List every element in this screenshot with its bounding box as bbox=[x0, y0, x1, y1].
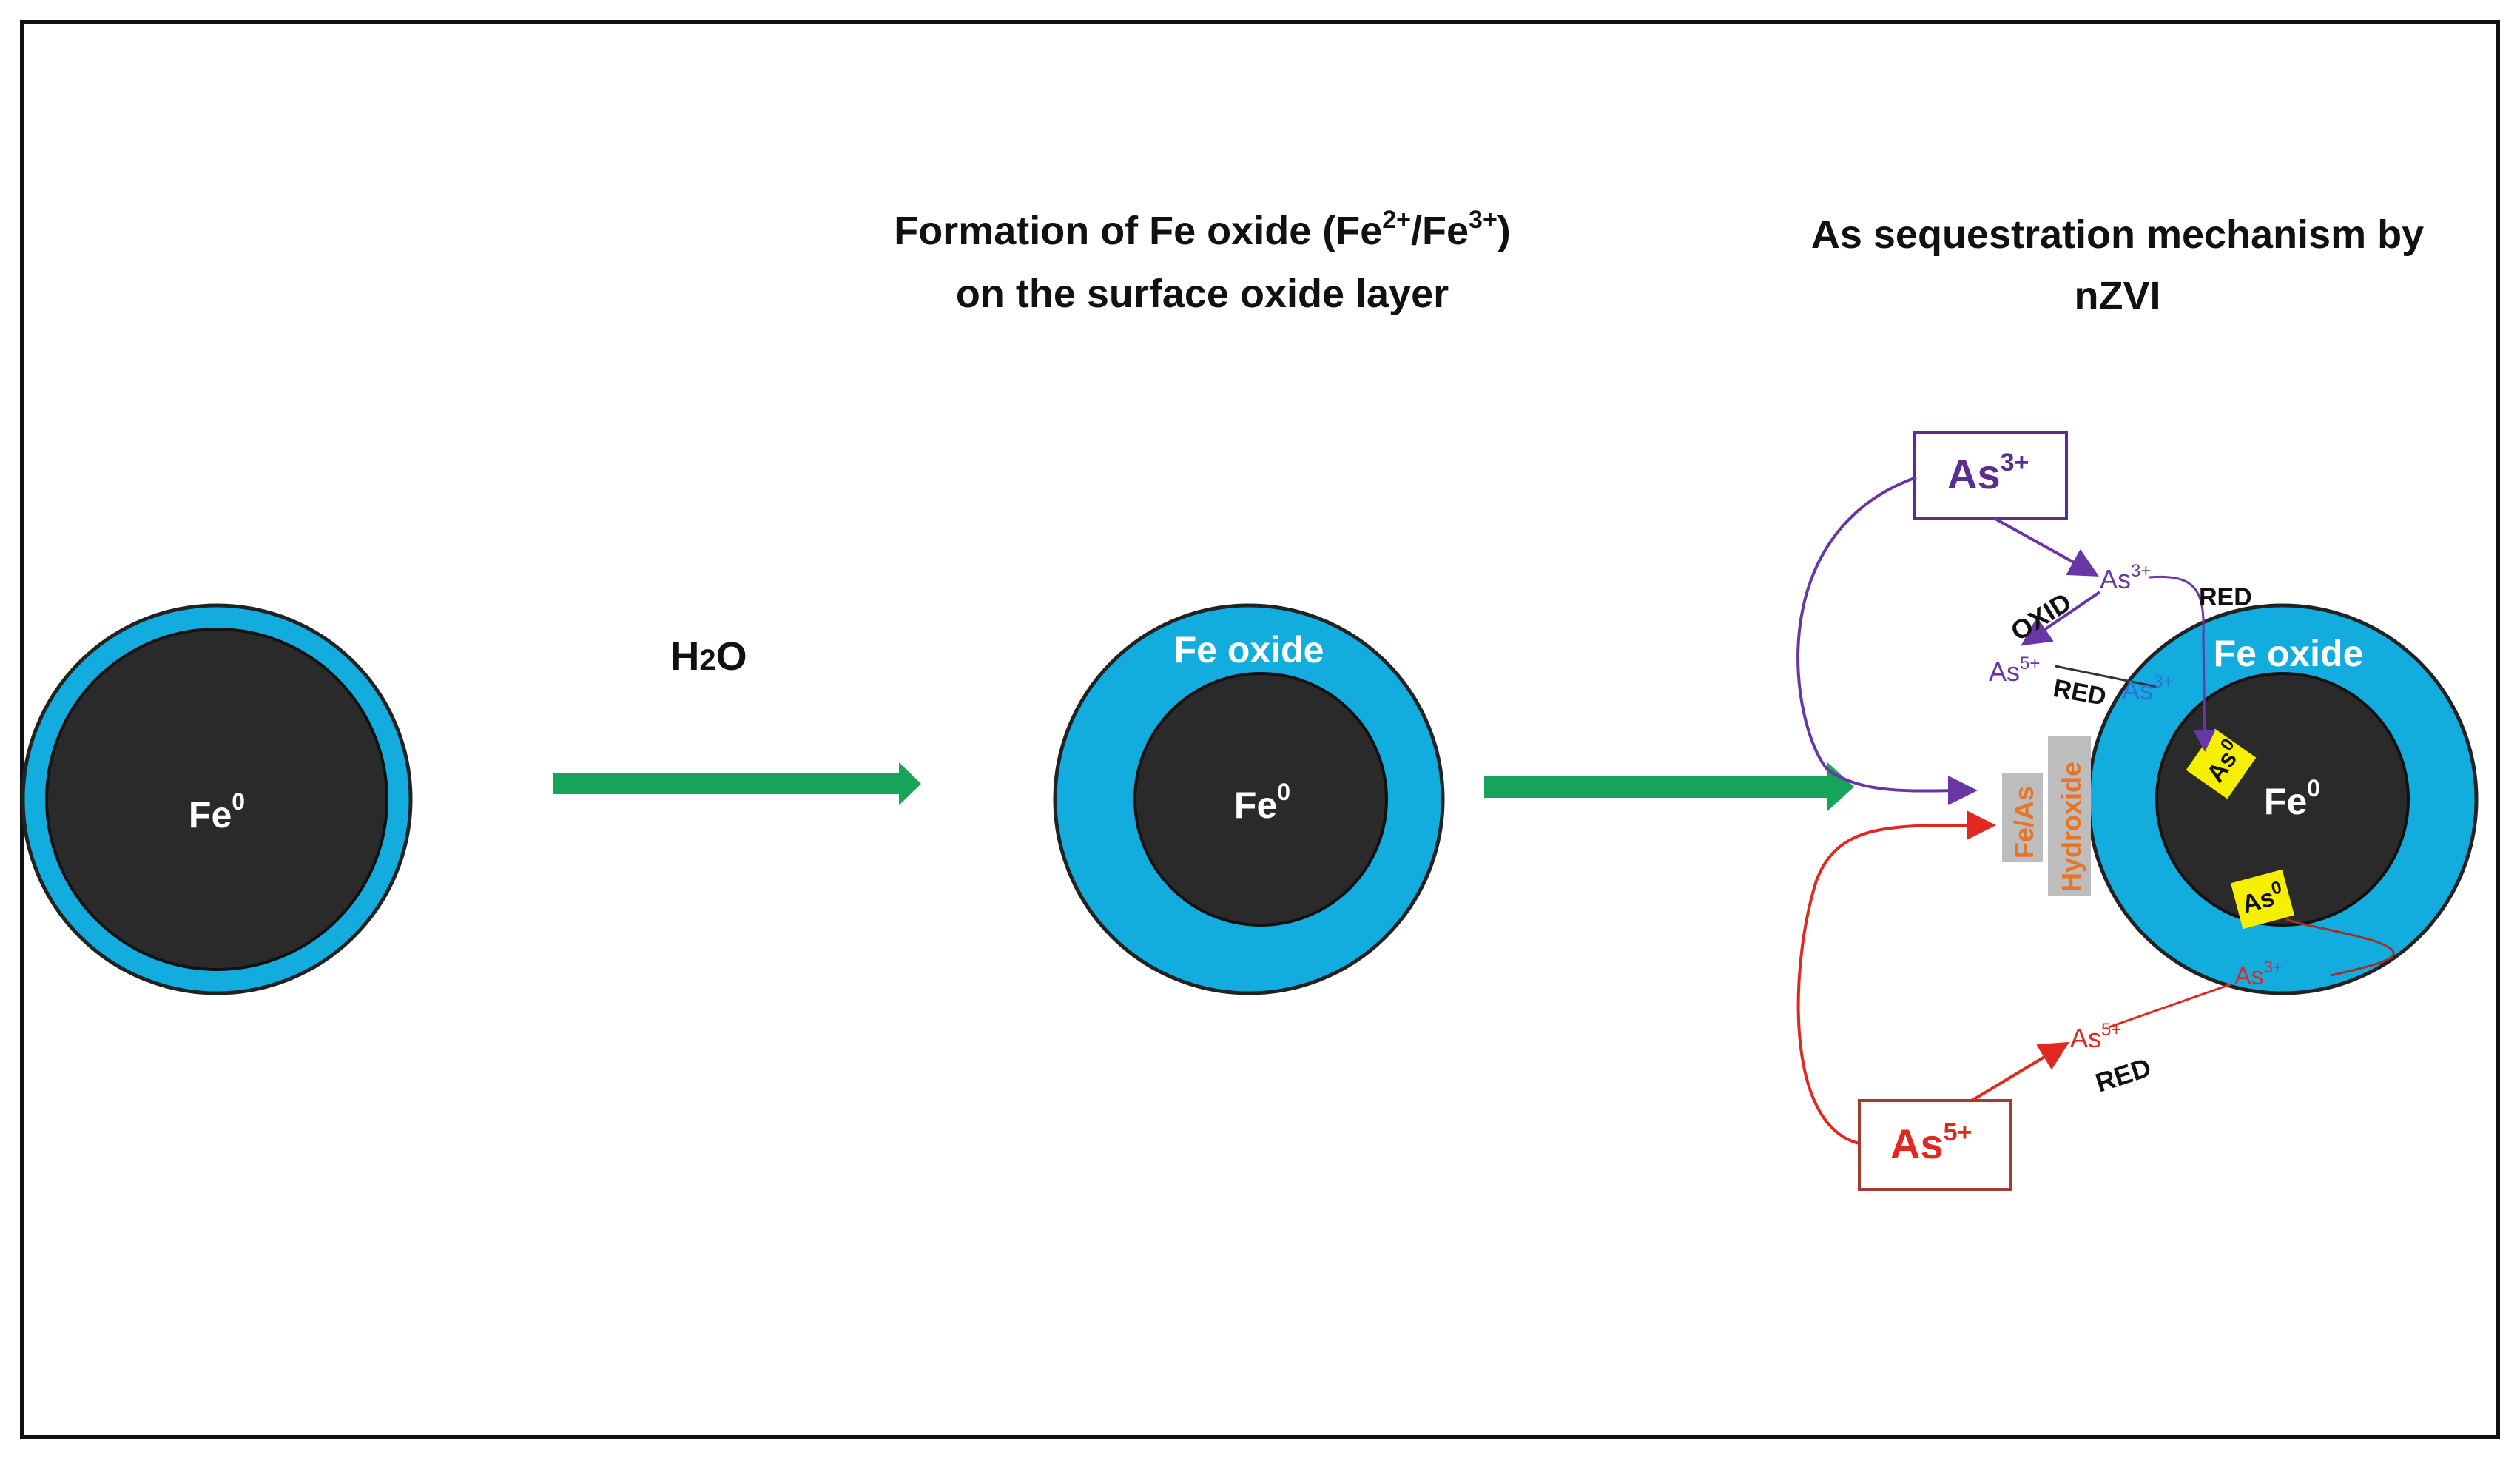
red-label-bottom: RED bbox=[2092, 1052, 2155, 1098]
reduction-arrow-top bbox=[2149, 575, 2216, 752]
oxide-label-3: Fe oxide bbox=[2214, 633, 2364, 674]
as5-to-hydroxide-arrow bbox=[1796, 810, 1996, 1145]
right-title-line2: nZVI bbox=[2075, 274, 2161, 318]
oxidation-arrow bbox=[2021, 591, 2101, 646]
as3-to-hydroxide-arrow bbox=[1796, 476, 1978, 806]
core-label-2: Fe0 bbox=[1234, 779, 1290, 826]
right-title-line1: As sequestration mechanism by bbox=[1811, 212, 2424, 257]
red-label-top: RED bbox=[2199, 583, 2252, 611]
as3-small-label: As3+ bbox=[2100, 561, 2151, 594]
as5-box: As5+ bbox=[1858, 1099, 2012, 1191]
oxid-label: OXID bbox=[2005, 586, 2076, 646]
as3-inner-label: As3+ bbox=[2122, 672, 2173, 705]
svg-text:As5+: As5+ bbox=[1890, 1118, 1972, 1167]
water-label: H2O bbox=[670, 634, 747, 679]
outer-frame bbox=[20, 20, 2500, 1439]
middle-title-line1: Formation of Fe oxide (Fe2+/Fe3+) bbox=[894, 206, 1511, 253]
as5-box-to-small-arrow bbox=[1970, 1041, 2069, 1102]
svg-text:As3+: As3+ bbox=[1947, 449, 2029, 497]
oxide-label-2: Fe oxide bbox=[1174, 629, 1324, 671]
as3-to-as0-curve bbox=[2285, 918, 2395, 977]
as0-tag-oxide: As0 bbox=[2230, 869, 2295, 930]
as5-small-label: As5+ bbox=[1989, 654, 2040, 687]
reduction-arrow-mid bbox=[2055, 665, 2157, 688]
green-arrow-2 bbox=[1484, 762, 1854, 811]
as3-box: As3+ bbox=[1913, 431, 2068, 520]
hydroxide-left-label: Fe/As bbox=[2009, 786, 2039, 859]
core-label-3: Fe0 bbox=[2264, 775, 2320, 822]
as3-box-to-small-arrow bbox=[1993, 517, 2099, 577]
middle-title-line2: on the surface oxide layer bbox=[956, 272, 1449, 316]
hydroxide-right-label: Hydroxide bbox=[2056, 762, 2086, 892]
red-label-mid: RED bbox=[2051, 674, 2108, 711]
as3-red-bottom-label: As3+ bbox=[2234, 958, 2283, 990]
green-arrow-1 bbox=[553, 762, 921, 805]
core-label-1: Fe0 bbox=[189, 788, 245, 836]
particle-with-oxide: Fe oxide Fe0 bbox=[1053, 603, 1445, 995]
hydroxide-block: Fe/As Hydroxide bbox=[2002, 736, 2091, 896]
particle-fe0-initial: Fe0 bbox=[21, 603, 413, 995]
reduction-arrow-bottom bbox=[2108, 983, 2231, 1029]
particle-nzvi-mechanism: Fe oxide Fe0 bbox=[2086, 603, 2479, 995]
